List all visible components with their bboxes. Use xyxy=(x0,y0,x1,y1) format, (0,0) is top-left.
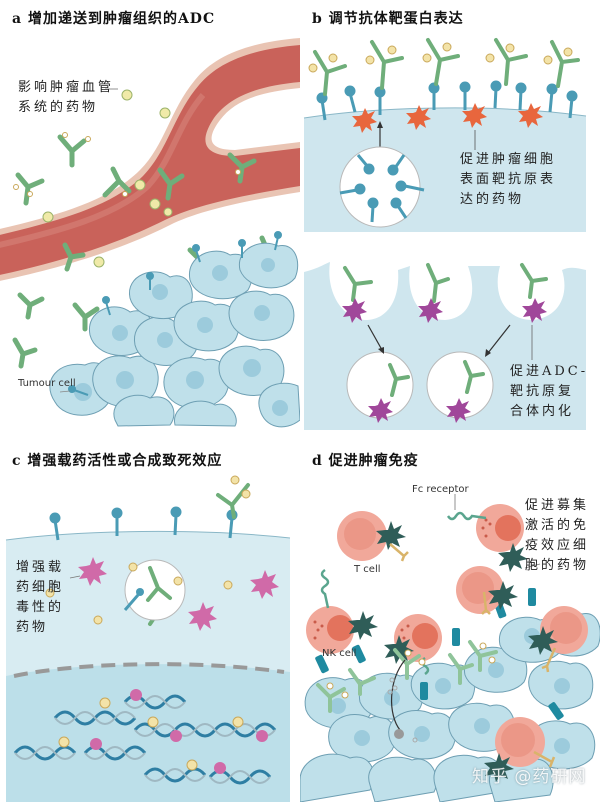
label-line: 促进ADC- xyxy=(510,364,589,379)
t-cell-label: T cell xyxy=(354,564,381,575)
label-line: 达的药物 xyxy=(460,192,525,207)
panel-d: d 促进肿瘤免疫 xyxy=(300,440,600,802)
label-line: 系统的药物 xyxy=(18,100,99,115)
panel-a-title: a 增加递送到肿瘤组织的ADC xyxy=(12,11,216,27)
fc-receptor-label: Fc receptor xyxy=(412,484,469,495)
label-line: 合体内化 xyxy=(510,404,575,419)
watermark: 知乎 @药研网 xyxy=(472,767,587,787)
panel-b: b 调节抗体靶蛋白表达 xyxy=(300,0,600,440)
label-line: 表面靶抗原表 xyxy=(460,172,557,187)
label-line: 胞的药物 xyxy=(525,558,590,573)
panel-c: c 增强载药活性或合成致死效应 xyxy=(0,440,300,802)
label-line: 毒性的 xyxy=(16,600,65,615)
panel-b-bottom-label: 促进ADC- 靶抗原复 合体内化 xyxy=(510,362,588,422)
label-line: 激活的免 xyxy=(525,518,590,533)
panel-a-drug-label: 影响肿瘤血管 系统的药物 xyxy=(18,78,114,118)
panel-b-top-label: 促进肿瘤细胞 表面靶抗原表 达的药物 xyxy=(460,150,556,210)
panel-d-title: d 促进肿瘤免疫 xyxy=(312,453,419,469)
panel-b-illustration xyxy=(303,38,587,430)
label-line: 药细胞 xyxy=(16,580,65,595)
panel-c-illustration xyxy=(5,475,291,802)
panel-b-title: b 调节抗体靶蛋白表达 xyxy=(312,11,464,27)
label-line: 促进募集 xyxy=(525,498,590,513)
label-line: 靶抗原复 xyxy=(510,384,575,399)
panel-d-drug-label: 促进募集 激活的免 疫效应细 胞的药物 xyxy=(525,496,589,576)
label-line: 药物 xyxy=(16,620,49,635)
blood-vessel xyxy=(0,38,300,281)
label-line: 影响肿瘤血管 xyxy=(18,80,115,95)
panel-a-illustration xyxy=(0,38,300,428)
panel-c-drug-label: 增强载 药细胞 毒性的 药物 xyxy=(16,558,64,638)
panel-c-title: c 增强载药活性或合成致死效应 xyxy=(12,453,223,469)
label-line: 促进肿瘤细胞 xyxy=(460,152,557,167)
label-line: 疫效应细 xyxy=(525,538,590,553)
label-line: 增强载 xyxy=(16,560,65,575)
panel-d-illustration xyxy=(300,494,600,802)
tumour-cell-label: Tumour cell xyxy=(18,378,76,389)
panel-a: a 增加递送到肿瘤组织的ADC xyxy=(0,0,300,440)
nk-cell-label: NK cell xyxy=(322,648,357,659)
